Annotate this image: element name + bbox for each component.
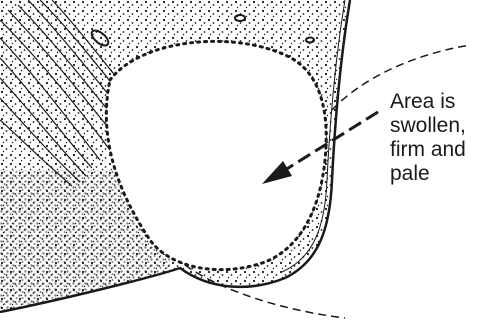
annotation-line-3: firm and <box>390 138 488 162</box>
annotation-label: Area is swollen, firm and pale <box>390 90 488 186</box>
annotation-line-1: Area is <box>390 90 488 114</box>
annotation-line-4: pale <box>390 162 488 186</box>
annotation-line-2: swollen, <box>390 114 488 138</box>
